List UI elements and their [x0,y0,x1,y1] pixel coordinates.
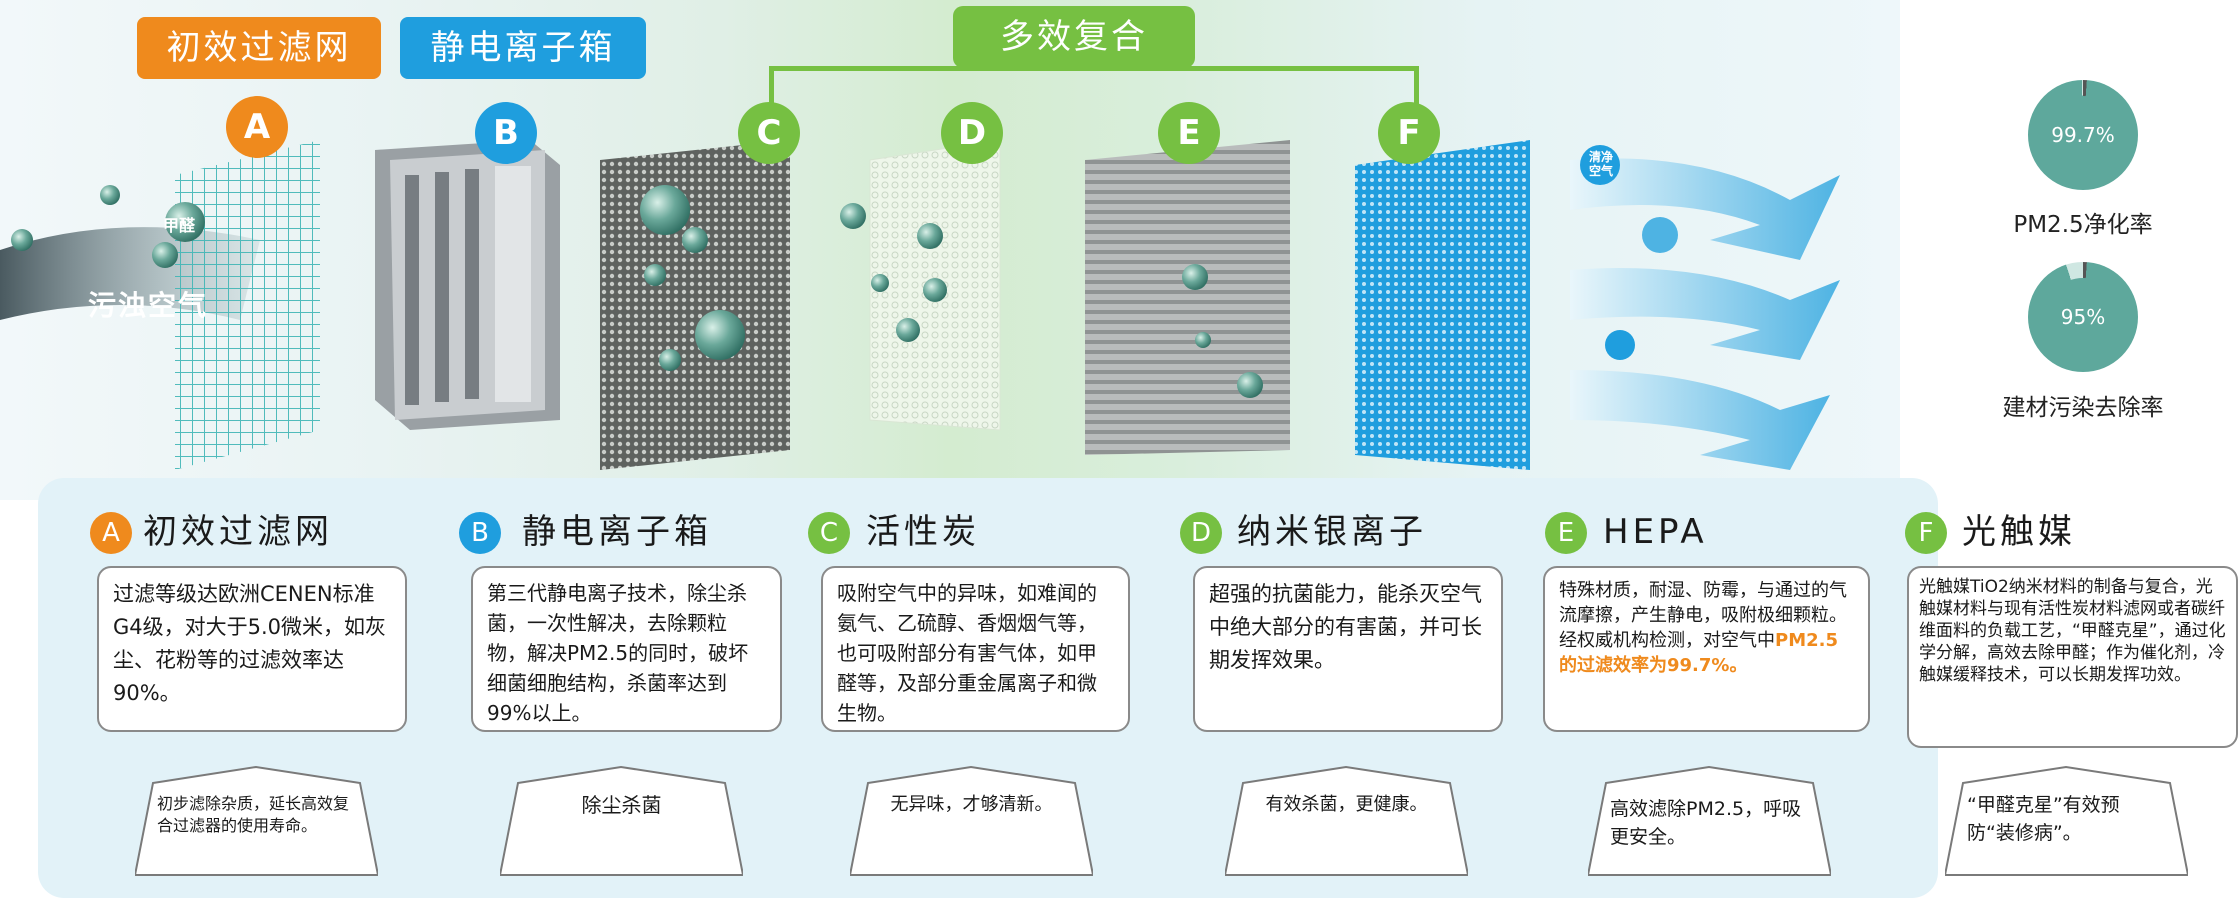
section-d-benefit: 有效杀菌，更健康。 [1225,765,1468,877]
filter-a-mesh [175,140,320,470]
section-e-benefit: 高效滤除PM2.5，呼吸更安全。 [1588,765,1831,877]
section-d-benefit-text: 有效杀菌，更健康。 [1265,794,1428,815]
section-b-benefit-text: 除尘杀菌 [581,793,662,817]
section-e-badge: E [1545,512,1587,554]
filter-c-carbon [600,140,790,470]
outflow-arrow-3 [1570,370,1830,470]
composite-bracket [769,66,1419,127]
section-f-benefit-text: “甲醛克星”有效预防“装修病”。 [1967,794,2120,844]
section-b-badge: B [459,512,501,554]
section-a-benefit-text: 初步滤除杂质，延长高效复合过滤器的使用寿命。 [157,794,350,835]
letter-circle-a: A [226,96,288,158]
section-a-benefit: 初步滤除杂质，延长高效复合过滤器的使用寿命。 [135,765,378,877]
section-e-title: HEPA [1603,512,1708,552]
tag-multi-composite: 多效复合 [953,6,1195,68]
tag-primary-filter: 初效过滤网 [137,17,381,79]
section-b-benefit: 除尘杀菌 [500,765,743,877]
section-a-description: 过滤等级达欧洲CENEN标准G4级，对大于5.0微米，如灰尘、花粉等的过滤效率达… [97,566,407,732]
pollution-removal-label: 建材污染去除率 [2002,395,2164,421]
section-d-description: 超强的抗菌能力，能杀灭空气中绝大部分的有害菌，并可长期发挥效果。 [1193,566,1503,732]
pollution-removal-ring: 95% [2028,262,2138,372]
letter-circle-e: E [1158,102,1220,164]
section-a-badge: A [90,512,132,554]
section-d-title: 纳米银离子 [1237,512,1427,552]
section-e-benefit-text: 高效滤除PM2.5，呼吸更安全。 [1610,798,1802,848]
inflow-label: 污浊空气 [88,289,209,322]
section-b-title: 静电离子箱 [522,512,712,552]
outflow-arrow-2 [1570,268,1840,360]
section-b-description: 第三代静电离子技术，除尘杀菌，一次性解决，去除颗粒物，解决PM2.5的同时，破坏… [471,566,782,732]
section-f-benefit: “甲醛克星”有效预防“装修病”。 [1945,765,2188,877]
section-e-description-text: 特殊材质，耐湿、防霉，与通过的气流摩擦，产生静电，吸附极细颗粒。经权威机构检测，… [1559,580,1847,651]
letter-circle-f: F [1378,102,1440,164]
section-e-description: 特殊材质，耐湿、防霉，与通过的气流摩擦，产生静电，吸附极细颗粒。经权威机构检测，… [1543,566,1870,732]
section-f-title: 光触媒 [1962,512,2076,552]
letter-circle-d: D [941,102,1003,164]
letter-circle-c: C [738,102,800,164]
outflow-arrow-1 [1570,158,1840,260]
filter-e-hepa [1085,140,1290,455]
bracket-stem [1071,66,1076,70]
section-d-badge: D [1180,512,1222,554]
pm25-rate-label: PM2.5净化率 [2013,212,2153,238]
pm25-rate-ring: 99.7% [2028,80,2138,190]
section-f-badge: F [1905,512,1947,554]
filter-illustration [0,139,1840,470]
clean-air-molecule-label: 清净空气 [1588,150,1613,178]
pollution-removal-value: 95% [2044,278,2122,356]
section-c-benefit-text: 无异味，才够清新。 [890,794,1053,815]
section-c-description: 吸附空气中的异味，如难闻的氨气、乙硫醇、香烟烟气等，也可吸附部分有害气体，如甲醛… [821,566,1130,732]
letter-circle-b: B [475,102,537,164]
section-a-title: 初效过滤网 [143,512,333,552]
filter-b-ion-box [375,140,560,430]
section-c-badge: C [808,512,850,554]
filter-f-photocatalyst [1355,140,1530,470]
section-c-benefit: 无异味，才够清新。 [850,765,1093,877]
section-e-description-highlight: PM2.5的过滤效率为99.7%。 [1559,630,1838,676]
tag-ion-box: 静电离子箱 [400,17,646,79]
pm25-rate-value: 99.7% [2044,96,2122,174]
section-c-title: 活性炭 [866,512,980,552]
section-f-description: 光触媒TiO2纳米材料的制备与复合，光触媒材料与现有活性炭材料滤网或者碳纤维面料… [1907,566,2238,748]
formaldehyde-molecule-label: 甲醛 [163,216,196,235]
